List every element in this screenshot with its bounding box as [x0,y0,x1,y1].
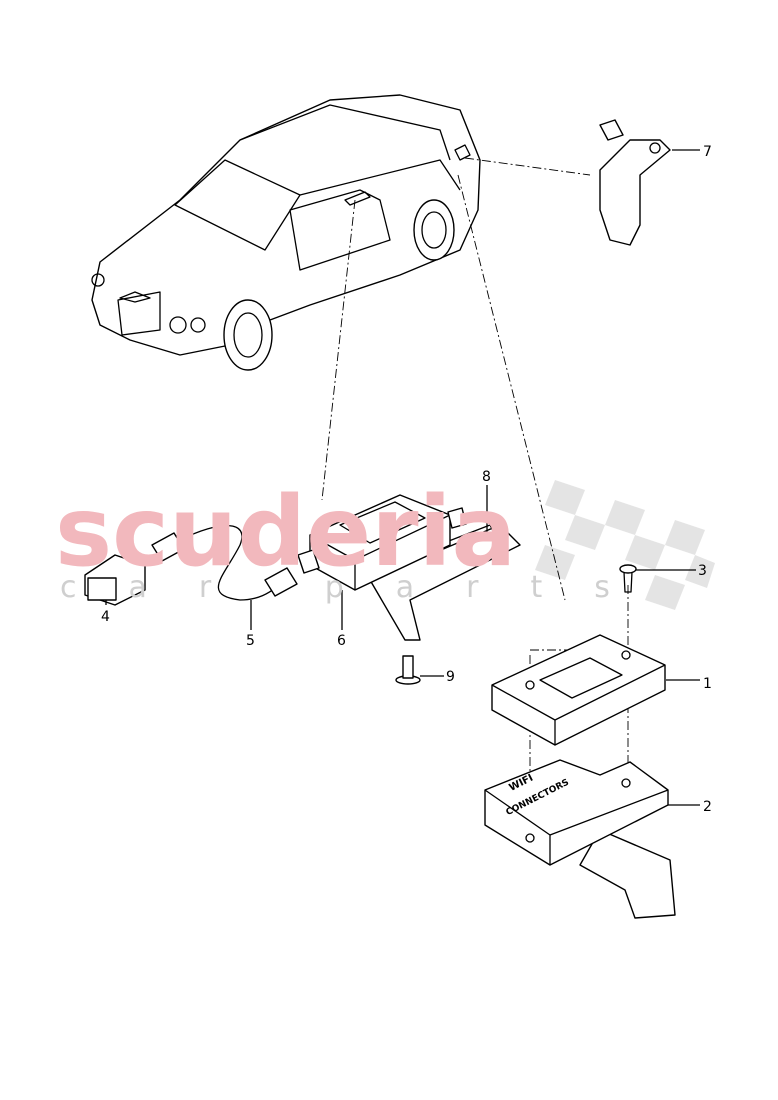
callout-9: 9 [446,669,455,685]
part-5-cable [151,524,298,601]
watermark-text: scuderia [55,476,516,588]
watermark: scuderia car parts [55,476,662,605]
part-4-usb-socket [84,554,146,606]
car-illustration [91,94,481,371]
callout-leaders [105,149,700,806]
watermark-subtext: car parts [60,570,662,605]
callout-3: 3 [698,563,707,579]
part-6-module [297,494,467,591]
callout-2: 2 [703,799,712,815]
callout-labels: 7 8 3 4 5 6 9 1 2 [101,144,712,815]
part-1-wifi-module [491,634,666,746]
callout-5: 5 [246,633,255,649]
callout-8: 8 [482,469,491,485]
part-3-screw [619,564,637,593]
callout-4: 4 [101,609,110,625]
callout-1: 1 [703,676,712,692]
part-2-bracket: WIFI CONNECTORS [484,759,676,919]
part-9-screw [395,655,421,685]
callout-7: 7 [703,144,712,160]
watermark-checker [535,480,715,610]
callout-6: 6 [337,633,346,649]
part-7-antenna [599,119,671,246]
